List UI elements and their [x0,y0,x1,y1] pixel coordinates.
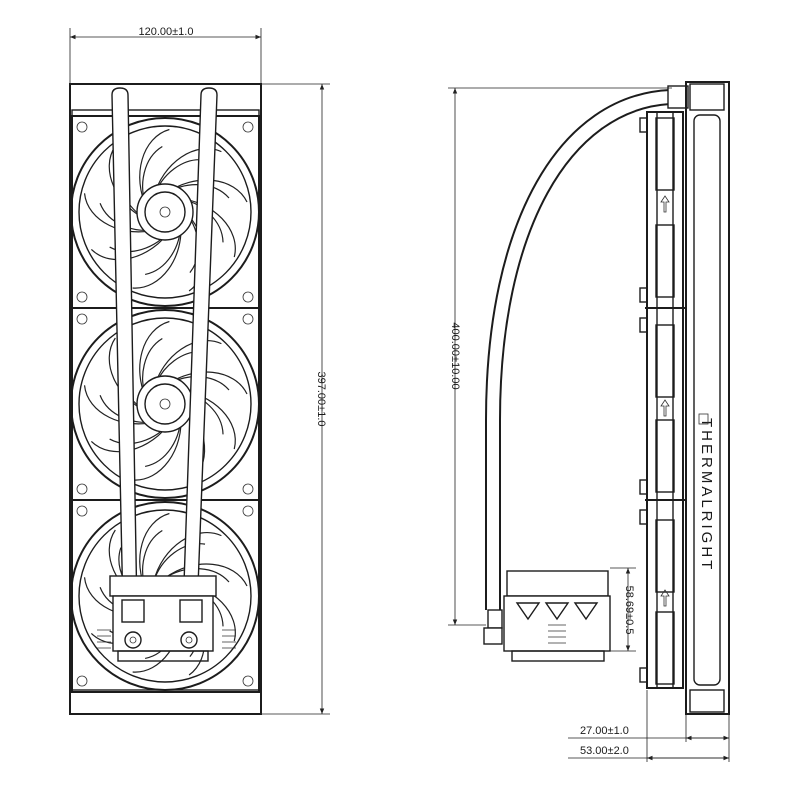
fan-stack-side [639,111,686,689]
pump-height-label: 58.69±0.5 [623,586,635,635]
front-width-label: 120.00±1.0 [139,26,194,38]
tube-length-label: 400.00±10.00 [449,322,461,389]
fan-3 [70,499,260,693]
radiator-thickness-label: 27.00±1.0 [580,725,629,737]
brand-logo-text: THERMALRIGHT [698,418,715,572]
radiator-side [685,81,730,715]
pump-block-front [97,575,236,662]
side-tube [485,89,671,610]
front-height-label: 397.00±1.0 [315,372,327,427]
total-thickness-label: 53.00±2.0 [580,745,629,757]
side-view: THERMALRIGHT [448,81,730,762]
radiator-outline [69,83,262,715]
pump-side [483,570,611,662]
front-view: 120.00±1.0 397.00±1.0 [69,26,330,715]
coolant-tubes [111,87,218,613]
